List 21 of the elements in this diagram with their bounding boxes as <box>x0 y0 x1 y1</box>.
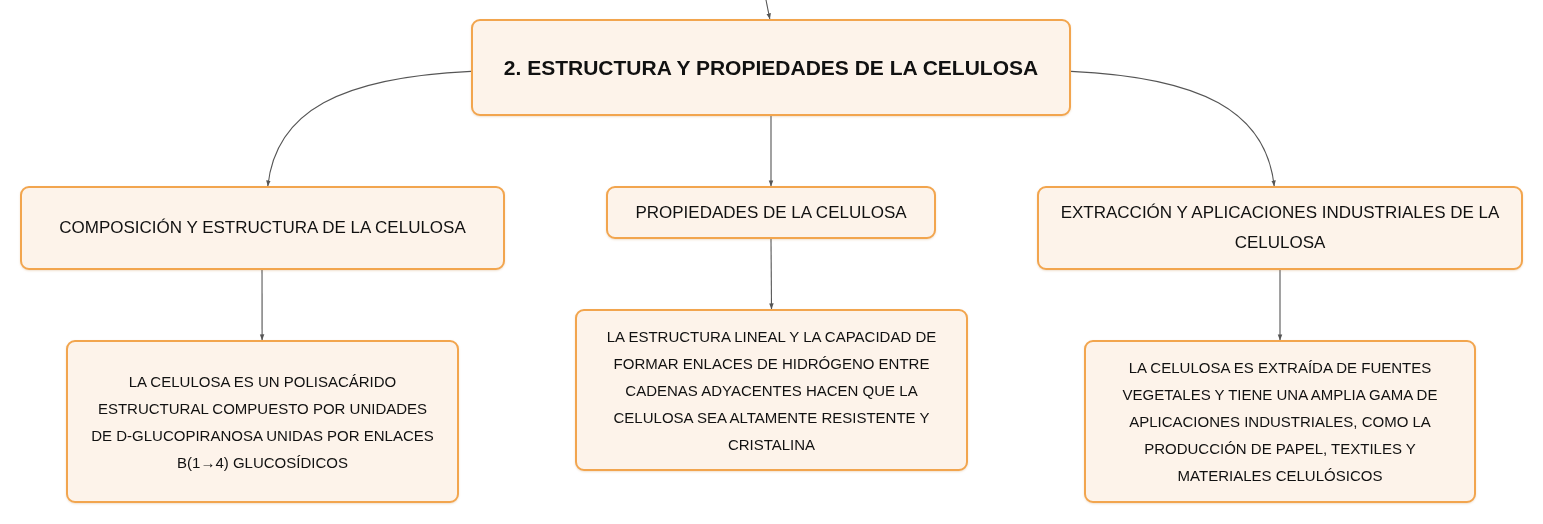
detail-box <box>66 340 459 503</box>
subtopic-text: COMPOSICIÓN Y ESTRUCTURA DE LA CELULOSA <box>59 217 466 239</box>
connector-arrow <box>768 115 774 187</box>
connector-arrow <box>1070 70 1276 187</box>
detail-text: LA CELULOSA ES UN POLISACÁRIDO ESTRUCTURAL COMPUESTO POR UNIDADES DE D-GLUCOPIRANOSA UNIDAS POR ENLACES Β(1→4) GLUCOSÍDICOS <box>90 371 435 473</box>
main-topic-box <box>471 19 1071 116</box>
detail-box <box>575 309 968 471</box>
main-topic-text: 2. ESTRUCTURA Y PROPIEDADES DE LA CELULOSA <box>503 54 1039 81</box>
subtopic-box <box>1037 186 1523 270</box>
detail-text: LA CELULOSA ES EXTRAÍDA DE FUENTES VEGETALES Y TIENE UNA AMPLIA GAMA DE APLICACIONES INDUSTRIALES, COMO LA PRODUCCIÓN DE PAPEL, TEXTILES Y MATERIALES CELULÓSICOS <box>1121 358 1439 486</box>
subtopic-text: EXTRACCIÓN Y APLICACIONES INDUSTRIALES DE LA CELULOSA <box>1059 202 1501 254</box>
detail-box <box>1084 340 1476 503</box>
detail-text: LA ESTRUCTURA LINEAL Y LA CAPACIDAD DE FORMAR ENLACES DE HIDRÓGENO ENTRE CADENAS ADYACENTES HACEN QUE LA CELULOSA SEA ALTAMENTE RESISTENTE Y CRISTALINA <box>605 326 938 455</box>
subtopic-box <box>20 186 505 270</box>
connector-arrow <box>266 70 472 187</box>
connector-arrow <box>259 269 265 341</box>
connector-arrow <box>1277 269 1283 341</box>
connector-arrow <box>765 0 771 20</box>
connector-arrow <box>769 238 774 310</box>
subtopic-text: PROPIEDADES DE LA CELULOSA <box>635 201 907 224</box>
subtopic-box <box>606 186 936 239</box>
